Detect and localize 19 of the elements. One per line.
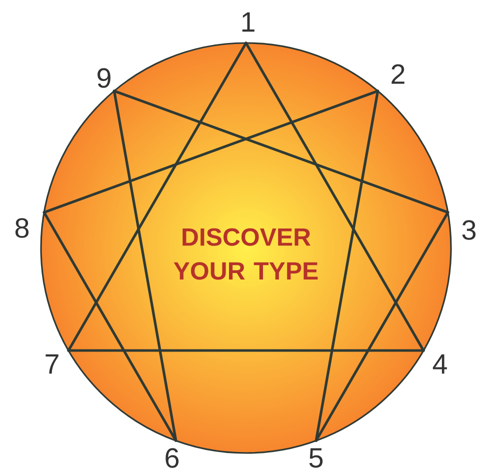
star-line [112,90,178,442]
point-number: 3 [462,220,476,240]
star-line [42,90,380,214]
star-line [112,90,450,214]
star-line [244,42,425,352]
star-line [314,211,450,442]
point-number: 9 [98,68,110,88]
point-number: 5 [309,448,323,468]
point-number: 7 [46,354,58,374]
star-line [314,90,380,442]
star-line [67,42,248,352]
star-line [67,349,425,352]
star-line [42,211,178,442]
point-number: 6 [166,448,179,468]
point-number: 4 [432,354,447,374]
point-number: 2 [392,64,404,84]
center-title: DISCOVER YOUR TYPE [174,228,318,280]
point-number: 8 [15,218,29,238]
point-number: 1 [242,12,254,32]
